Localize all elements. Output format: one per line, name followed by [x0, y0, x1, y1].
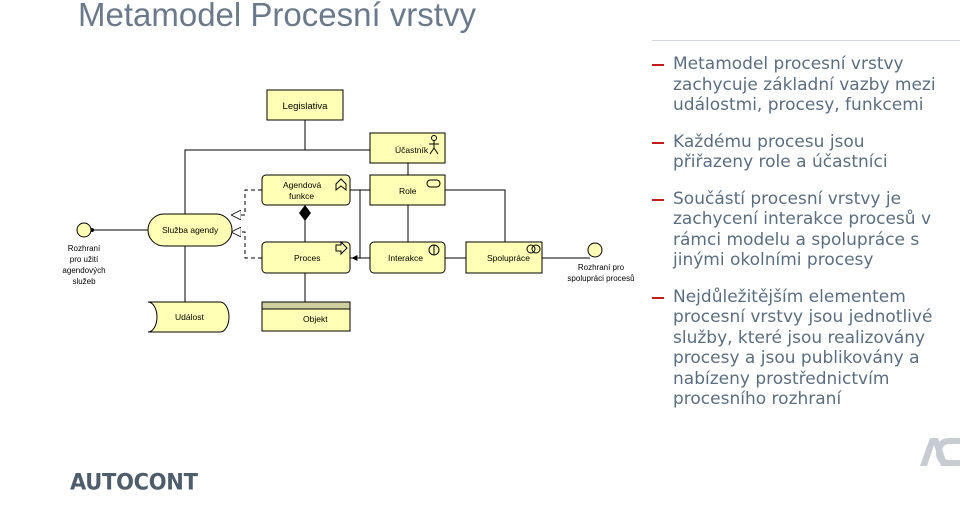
left-interface-icon: [76, 222, 92, 238]
svg-text:funkce: funkce: [289, 191, 314, 201]
legislativa-node: Legislativa: [266, 89, 344, 121]
bullet-item: Nejdůležitějším elementem procesní vrstv…: [652, 287, 952, 410]
role-node: Role: [369, 174, 446, 206]
bullet-item: Součástí procesní vrstvy je zachycení in…: [652, 189, 952, 271]
svg-text:Interakce: Interakce: [388, 253, 423, 263]
role-icon: [426, 179, 441, 188]
actor-icon: [429, 135, 439, 155]
slide-title: Metamodel Procesní vrstvy: [78, 0, 476, 33]
svg-text:Role: Role: [399, 186, 417, 196]
svg-text:Událost: Událost: [175, 312, 204, 322]
function-icon: [335, 178, 347, 192]
svg-text:Rozhraní: Rozhraní: [68, 244, 101, 253]
svg-text:spolupráci procesů: spolupráci procesů: [567, 274, 634, 283]
autocont-logo: AUTOCONT: [70, 469, 198, 495]
process-arrow-icon: [335, 240, 348, 256]
bullet-dash: [652, 141, 664, 144]
process-metamodel-diagram: Legislativa Účastník Agendová funkce Rol…: [62, 89, 635, 333]
composition-diamond: [299, 205, 311, 221]
title-rule: [652, 40, 960, 41]
bullet-item: Metamodel procesní vrstvy zachycuje zákl…: [652, 54, 952, 116]
right-interface-icon: [587, 242, 603, 258]
bullet-dash: [652, 198, 664, 201]
bullet-dash: [652, 64, 664, 66]
svg-text:Spolupráce: Spolupráce: [487, 253, 530, 263]
svg-text:Účastník: Účastník: [395, 145, 429, 155]
bullet-list: Metamodel procesní vrstvy zachycuje zákl…: [652, 54, 952, 426]
svg-text:služeb: služeb: [72, 277, 96, 286]
interaction-icon: [428, 244, 440, 256]
svg-text:Proces: Proces: [294, 253, 320, 263]
spoluprace-node: Spolupráce: [465, 241, 543, 274]
svg-text:pro užití: pro užití: [70, 255, 99, 264]
svg-text:Rozhraní pro: Rozhraní pro: [578, 263, 625, 272]
agendova-funkce-node: Agendová funkce: [261, 174, 351, 206]
proces-node: Proces: [261, 240, 351, 274]
bullet-dash: [652, 296, 664, 299]
svg-text:Legislativa: Legislativa: [283, 101, 329, 112]
bullet-item: Každému procesu jsou přiřazeny role a úč…: [652, 132, 952, 173]
interakce-node: Interakce: [369, 241, 446, 274]
svg-text:Objekt: Objekt: [303, 314, 328, 324]
collaboration-icon: [526, 244, 541, 254]
ucastnik-node: Účastník: [369, 132, 446, 164]
objekt-node: Objekt: [261, 301, 351, 332]
svg-text:Služba agendy: Služba agendy: [162, 225, 219, 235]
ac-corner-logo: [920, 438, 960, 466]
svg-text:agendových: agendových: [62, 266, 105, 275]
sluzba-agendy-node: Služba agendy: [147, 213, 233, 247]
svg-text:Agendová: Agendová: [283, 180, 322, 190]
udalost-node: Událost: [147, 301, 230, 333]
